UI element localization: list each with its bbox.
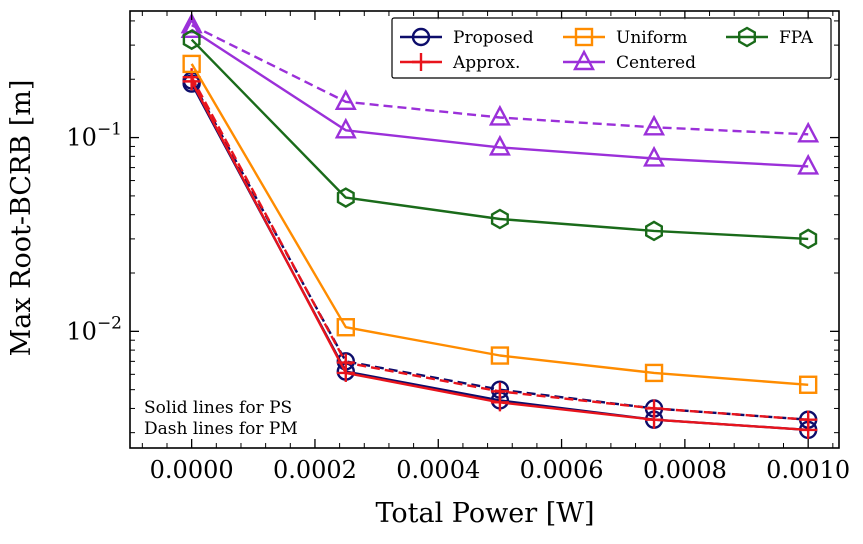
x-axis-label: Total Power [W] [375,498,594,529]
data-point-uniform [798,375,818,394]
annotation-solid-lines: Solid lines for PS [144,398,292,418]
series-proposed-dashed [182,71,818,429]
plot-frame [129,10,840,449]
data-point-centered [334,117,357,139]
data-point-fpa [336,187,355,208]
data-point-centered [643,114,666,136]
x-tick-label: 0.0008 [643,456,727,484]
data-point-uniform [644,363,664,383]
legend-marker [574,27,594,47]
y-tick-label: 10−2 [66,313,122,345]
data-point-uniform [336,318,355,337]
data-point-uniform [490,346,510,365]
data-point-centered [488,104,511,126]
data-point-centered [180,12,203,34]
data-point-centered [643,145,666,167]
legend-item-proposed: Proposed [400,27,534,48]
series-line-uniform [190,63,809,386]
annotation-dash-lines: Dash lines for PM [144,419,298,439]
legend-marker [411,27,431,47]
series-approx-dashed [182,68,818,429]
data-point-fpa [490,208,509,230]
series-centered-solid [180,17,820,175]
x-tick-label: 0.0002 [273,456,357,484]
data-point-centered [797,121,820,143]
series-line-fpa [190,38,809,241]
data-point-fpa [645,220,663,242]
series-line-centered [191,24,809,136]
legend-marker [573,49,595,71]
legend-label: Proposed [453,28,534,48]
y-axis-label: Max Root-BCRB [m] [6,80,37,357]
legend-label: FPA [779,28,814,48]
legend-marker [738,26,756,48]
data-point-approx [490,382,509,401]
x-tick-label: 0.0010 [766,456,850,484]
data-point-approx [336,353,355,372]
legend-box [391,17,832,79]
legend-item-centered: Centered [563,49,696,73]
x-tick-label: 0.0006 [520,456,604,484]
series-centered-dashed [180,12,820,143]
legend-item-approx: Approx. [400,53,520,73]
legend-marker [412,53,430,71]
data-point-approx [799,410,818,429]
x-tick-label: 0.0004 [396,456,480,484]
data-point-approx [645,399,664,418]
data-point-centered [797,153,820,175]
legend-label: Centered [616,53,696,73]
axis-ticks: 0.0000 0.0002 0.0004 0.0006 0.0008 0.0010 10−2… [66,11,850,484]
data-point-fpa [799,228,818,250]
legend-item-uniform: Uniform [563,27,688,48]
axes-frame [129,10,840,449]
series-fpa-solid [182,29,818,250]
y-tick-label: 10−1 [66,120,122,152]
data-point-centered [488,134,511,156]
series-layer [180,12,820,440]
legend-label: Uniform [616,28,688,48]
series-line-approx [190,76,809,421]
data-point-centered [334,89,357,110]
x-tick-label: 0.0000 [150,456,234,484]
data-point-fpa [182,29,201,51]
legend-label: Approx. [452,53,520,73]
series-uniform-solid [182,54,818,394]
legend-item-fpa: FPA [726,26,814,48]
series-line-centered [191,28,809,168]
data-point-uniform [182,54,201,74]
